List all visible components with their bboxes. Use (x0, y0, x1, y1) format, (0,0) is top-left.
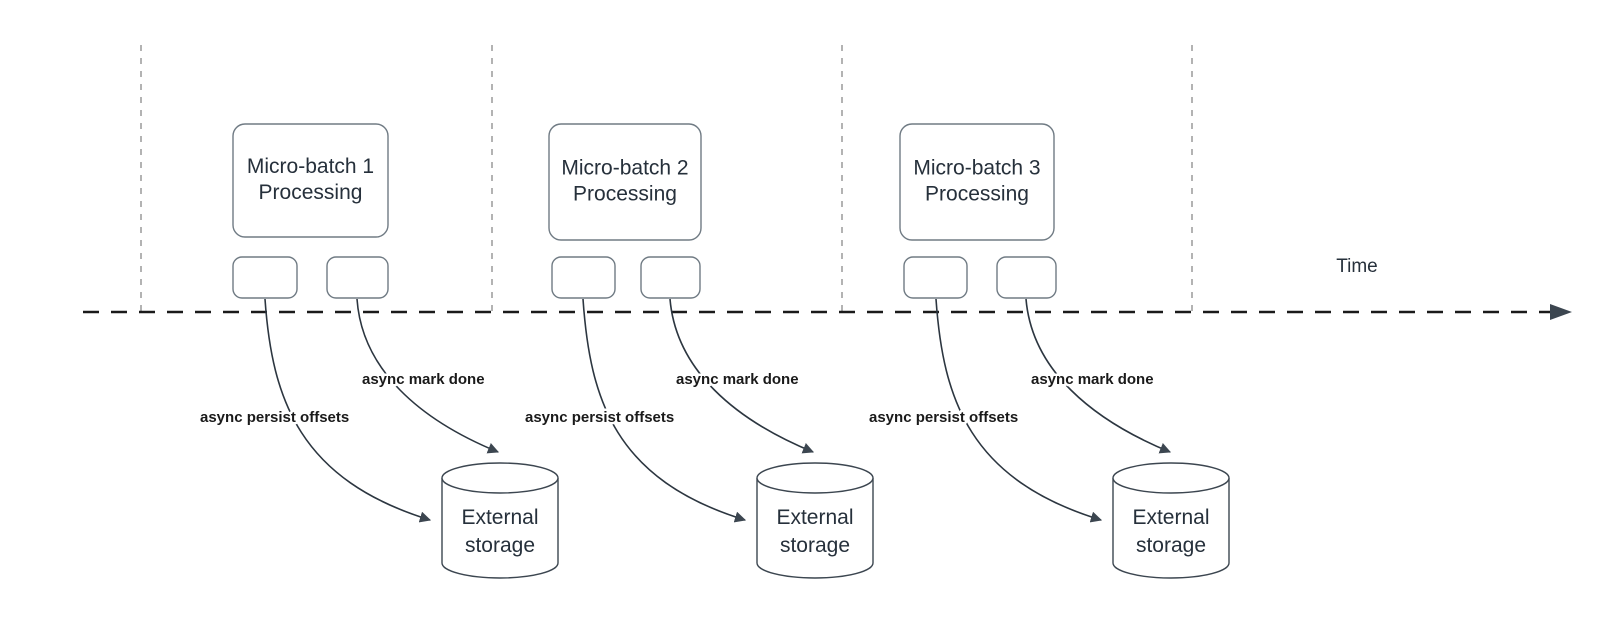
time-axis-arrowhead (1550, 304, 1572, 320)
micro-batch-2-mark-done-edge-label: async mark done (676, 371, 799, 388)
micro-batch-2-storage-body[interactable] (756, 462, 874, 579)
micro-batch-1-mark-done-edge-label-halo: async mark done (362, 371, 485, 388)
micro-batch-2-storage-label-line2: storage (780, 534, 850, 557)
micro-batch-3-mark-done-edge (1025, 298, 1172, 454)
micro-batch-2-persist-offsets-edge (582, 298, 747, 523)
micro-batch-1-storage-body[interactable] (441, 462, 559, 579)
micro-batch-3-mark-done-task[interactable] (996, 256, 1057, 299)
micro-batch-1-mark-done-task[interactable] (326, 256, 389, 299)
micro-batch-3-storage-label-line1: External (1132, 506, 1209, 529)
micro-batch-2-persist-offsets-edge-label: async persist offsets (525, 409, 674, 426)
micro-batch-3-mark-done-edge-label: async mark done (1031, 371, 1154, 388)
micro-batch-1-label-line1: Micro-batch 1 (247, 155, 374, 178)
micro-batch-2-mark-done-task[interactable] (640, 256, 701, 299)
micro-batch-3-mark-done-edge-label-halo: async mark done (1031, 371, 1154, 388)
micro-batch-1-storage-label-line2: storage (465, 534, 535, 557)
micro-batch-2-box[interactable] (548, 123, 702, 241)
micro-batch-2-label-line2: Processing (573, 183, 677, 206)
micro-batch-2-mark-done-edge-label-halo: async mark done (676, 371, 799, 388)
time-axis: Time (83, 256, 1572, 320)
micro-batch-1-storage-label-line1: External (461, 506, 538, 529)
micro-batch-2-persist-offsets-edge-label-halo: async persist offsets (525, 409, 674, 426)
micro-batch-2-mark-done-edge (669, 298, 815, 454)
micro-batch-2-storage-top (756, 477, 874, 494)
micro-batch-1-storage-top (441, 477, 559, 494)
micro-batch-2-label-line1: Micro-batch 2 (561, 157, 688, 180)
micro-batch-3-storage-body[interactable] (1112, 462, 1230, 579)
micro-batch-1-persist-task[interactable] (232, 256, 298, 299)
micro-batch-3-label-line2: Processing (925, 183, 1029, 206)
micro-batch-3-persist-offsets-edge-label: async persist offsets (869, 409, 1018, 426)
micro-batch-1-mark-done-edge (356, 298, 500, 454)
micro-batch-3-storage-label-line2: storage (1136, 534, 1206, 557)
micro-batch-2-persist-task[interactable] (551, 256, 616, 299)
micro-batch-3-persist-offsets-edge (935, 298, 1103, 523)
micro-batch-1-persist-offsets-edge-label: async persist offsets (200, 409, 349, 426)
micro-batch-2-storage-label-line1: External (776, 506, 853, 529)
micro-batch-3-persist-task[interactable] (903, 256, 968, 299)
micro-batch-1-persist-offsets-edge (264, 298, 432, 523)
micro-batch-3-label-line1: Micro-batch 3 (913, 157, 1040, 180)
micro-batch-1-box[interactable] (232, 123, 389, 238)
micro-batch-3-persist-offsets-edge-label-halo: async persist offsets (869, 409, 1018, 426)
micro-batch-3-storage-top (1112, 477, 1230, 494)
micro-batch-1-persist-offsets-edge-label-halo: async persist offsets (200, 409, 349, 426)
micro-batch-3-box[interactable] (899, 123, 1055, 241)
time-axis-label: Time (1336, 256, 1378, 277)
micro-batch-1-label-line2: Processing (259, 181, 363, 204)
micro-batch-1-mark-done-edge-label: async mark done (362, 371, 485, 388)
